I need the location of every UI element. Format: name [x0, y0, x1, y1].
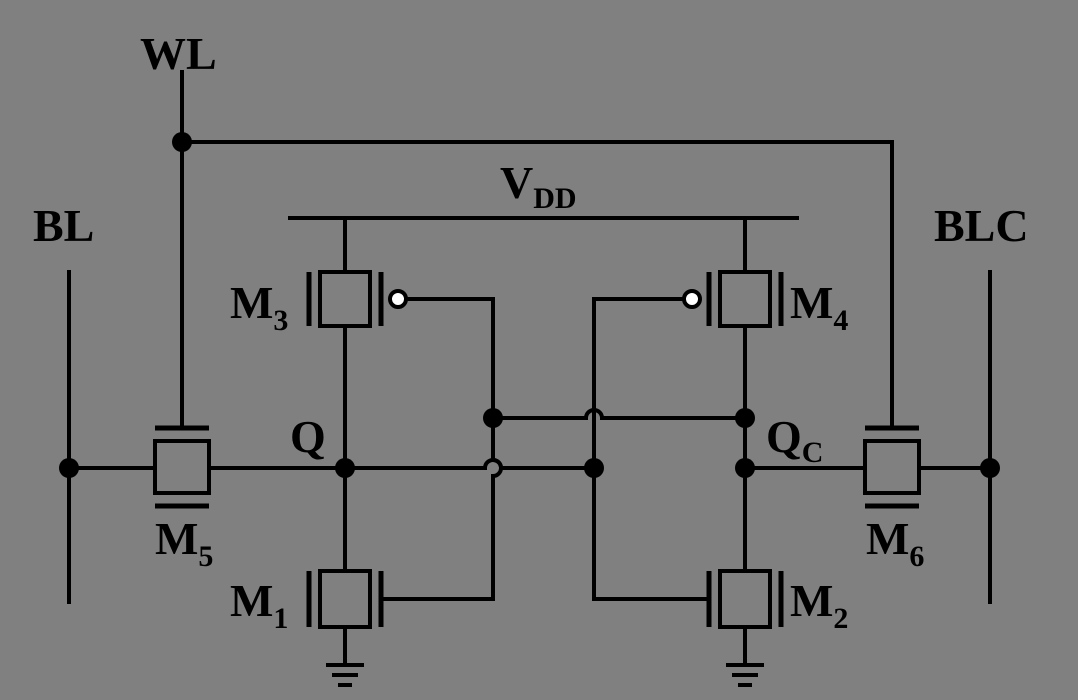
left-gate-wire: [491, 297, 503, 601]
m5-label: M5: [155, 513, 213, 573]
m1-label: M1: [230, 575, 288, 635]
transistor-m1: [306, 569, 495, 687]
bit-line-bl: [59, 270, 79, 604]
m6-label: M6: [866, 513, 924, 573]
transistor-m2: [592, 569, 784, 687]
word-line: [172, 70, 894, 427]
transistor-m5: [67, 425, 347, 509]
bl-label: BL: [33, 200, 94, 251]
vdd-label: VDD: [500, 157, 577, 215]
q-node-dot: [335, 458, 355, 478]
bit-line-blc: [980, 270, 1000, 604]
qc-label: QC: [766, 411, 823, 469]
blc-label: BLC: [934, 200, 1029, 251]
wl-label: WL: [140, 28, 217, 79]
q-label: Q: [290, 411, 326, 462]
qc-upper-junction-dot: [735, 408, 755, 428]
m3-label: M3: [230, 277, 288, 337]
wl-junction-dot: [172, 132, 192, 152]
qc-cross-wire: [491, 408, 747, 420]
q-cross-wire: [343, 458, 596, 470]
m4-label: M4: [790, 277, 848, 337]
qc-node-dot: [735, 458, 755, 478]
pmos-bubble-m4: [682, 289, 702, 309]
transistor-m6: [743, 425, 992, 509]
transistor-m4: [592, 216, 784, 573]
pmos-bubble-m3: [388, 289, 408, 309]
right-gate-junction-dot: [584, 458, 604, 478]
transistor-m3: [306, 216, 495, 573]
left-gate-junction-dot: [483, 408, 503, 428]
m2-label: M2: [790, 575, 848, 635]
